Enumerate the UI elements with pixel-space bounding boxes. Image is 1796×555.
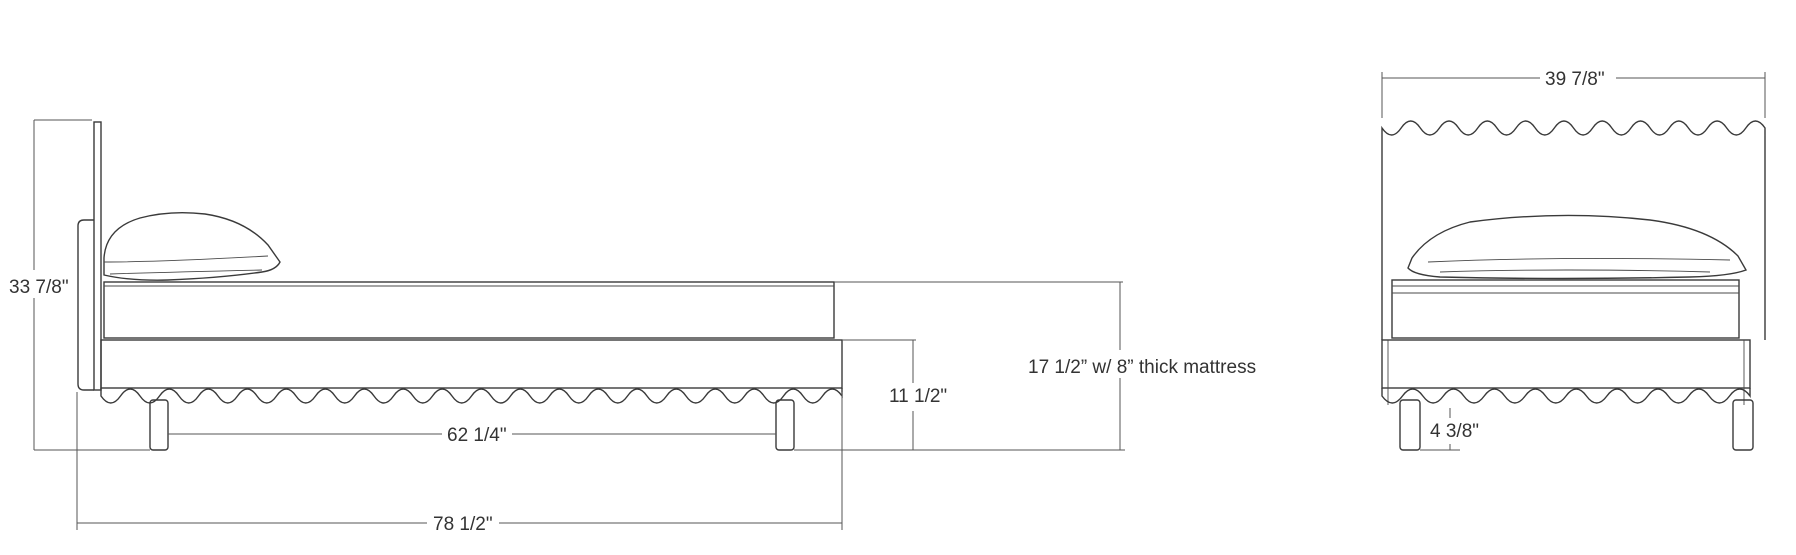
side-headboard [93, 121, 102, 391]
side-view [77, 121, 843, 451]
side-frame [100, 339, 843, 389]
headboard-height-label: 33 7/8" [9, 277, 69, 298]
side-leg-front [149, 399, 169, 451]
front-mattress [1391, 279, 1740, 339]
frame-height-label: 11 1/2" [889, 386, 947, 407]
side-mattress [103, 281, 835, 339]
front-view [1381, 120, 1766, 451]
leg-span-label: 62 1/4" [447, 425, 507, 446]
front-headboard [1381, 120, 1766, 340]
mattress-height-label: 17 1/2” w/ 8” thick mattress [1028, 357, 1256, 378]
front-leg-left [1399, 399, 1421, 451]
front-pillow [1407, 214, 1748, 280]
front-leg-right [1732, 399, 1754, 451]
front-frame [1381, 339, 1751, 389]
side-dimensions: 33 7/8" 62 1/4" 78 1/2" 11 1/2" 17 1/2” … [6, 119, 1270, 536]
front-scallop-edge [1381, 388, 1751, 404]
side-scallop-edge [100, 388, 843, 404]
side-leg-rear [775, 399, 795, 451]
side-pillow [103, 211, 281, 281]
side-headboard-back [77, 219, 94, 391]
front-dimensions: 39 7/8" 4 3/8" [1381, 66, 1766, 451]
overall-length-label: 78 1/2" [433, 514, 493, 535]
overall-width-label: 39 7/8" [1545, 69, 1605, 90]
leg-clearance-label: 4 3/8" [1430, 421, 1479, 442]
